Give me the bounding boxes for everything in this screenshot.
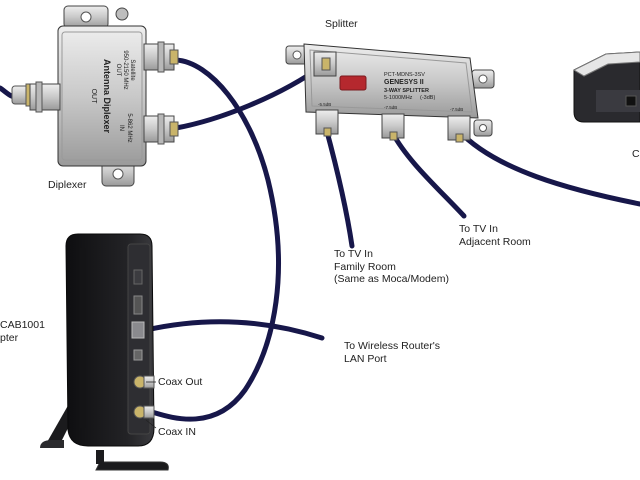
family-room-line-1: To TV In [334, 248, 373, 260]
coax-cables [0, 57, 640, 422]
diplexer-top-port: OUT [115, 64, 121, 77]
three-way-splitter: PCT-MDNS-3SV GENESYS II 3-WAY SPLITTER 5… [285, 43, 495, 143]
wall-coax-connector [11, 83, 35, 107]
antenna-diplexer: Antenna Diplexer OUT Satellite 950-2150 … [29, 5, 179, 187]
splitter-rating: (-3dB) [420, 95, 435, 101]
coax-out-label: Coax Out [158, 376, 203, 388]
splitter-model: 3-WAY SPLITTER [384, 88, 429, 94]
wireless-router-line-2: LAN Port [344, 352, 387, 365]
diplexer-top-terminal: Satellite [129, 59, 135, 81]
wireless-router-label: To Wireless Router's LAN Port [344, 340, 440, 365]
cable-diplexer-to-splitter [173, 63, 325, 131]
coax-in-label: Coax IN [158, 426, 196, 438]
diplexer-bottom-port: IN [118, 125, 124, 131]
diplexer-title: Antenna Diplexer [102, 59, 112, 134]
diplexer-side-port: OUT [90, 89, 97, 105]
adjacent-room-line-1: To TV In [459, 223, 498, 235]
splitter-port-mid: -7.5dB [384, 105, 397, 110]
cable-splitter-to-family-room [323, 125, 355, 249]
family-room-tv-label: To TV In Family Room (Same as Moca/Modem… [334, 248, 449, 286]
wireless-router-line-1: To Wireless Router's [344, 340, 440, 352]
diplexer-bottom-terminal: 5-862 MHz [126, 113, 132, 142]
adapter-line-2: pter [0, 331, 19, 344]
label-leader-lines [145, 381, 157, 429]
diplexer-top-freq: 950-2150 MHz [122, 50, 128, 89]
diplexer-label: Diplexer [48, 179, 87, 191]
modem-power-button [133, 295, 143, 315]
splitter-port-right: -7.5dB [450, 107, 463, 112]
splitter-brand: GENESYS II [384, 79, 424, 86]
adjacent-room-line-2: Adjacent Room [459, 235, 531, 248]
adapter-line-1: CAB1001 [0, 319, 45, 331]
adjacent-room-tv-label: To TV In Adjacent Room [459, 223, 531, 248]
cable-modem-ethernet-to-router [143, 319, 325, 341]
right-device [572, 51, 640, 123]
splitter-part-number: PCT-MDNS-3SV [384, 72, 425, 78]
cable-splitter-to-adjacent-room [389, 129, 467, 219]
splitter-port-left: -5.5dB [318, 102, 331, 107]
splitter-label: Splitter [325, 18, 358, 30]
splitter-freq: 5-1000MHz [384, 95, 413, 101]
family-room-line-3: (Same as Moca/Modem) [334, 273, 449, 285]
adapter-label-fragment: CAB1001 pter [0, 319, 45, 344]
cable-splitter-to-right-device [455, 127, 640, 207]
modem-status-led [133, 269, 143, 285]
right-device-label-fragment: C [632, 148, 640, 160]
cable-diplexer-to-modem-coax-in [149, 57, 281, 422]
cable-modem [40, 233, 169, 471]
splitter-brand-logo [339, 75, 367, 91]
modem-ethernet-port [131, 321, 145, 339]
family-room-line-2: Family Room [334, 260, 396, 273]
